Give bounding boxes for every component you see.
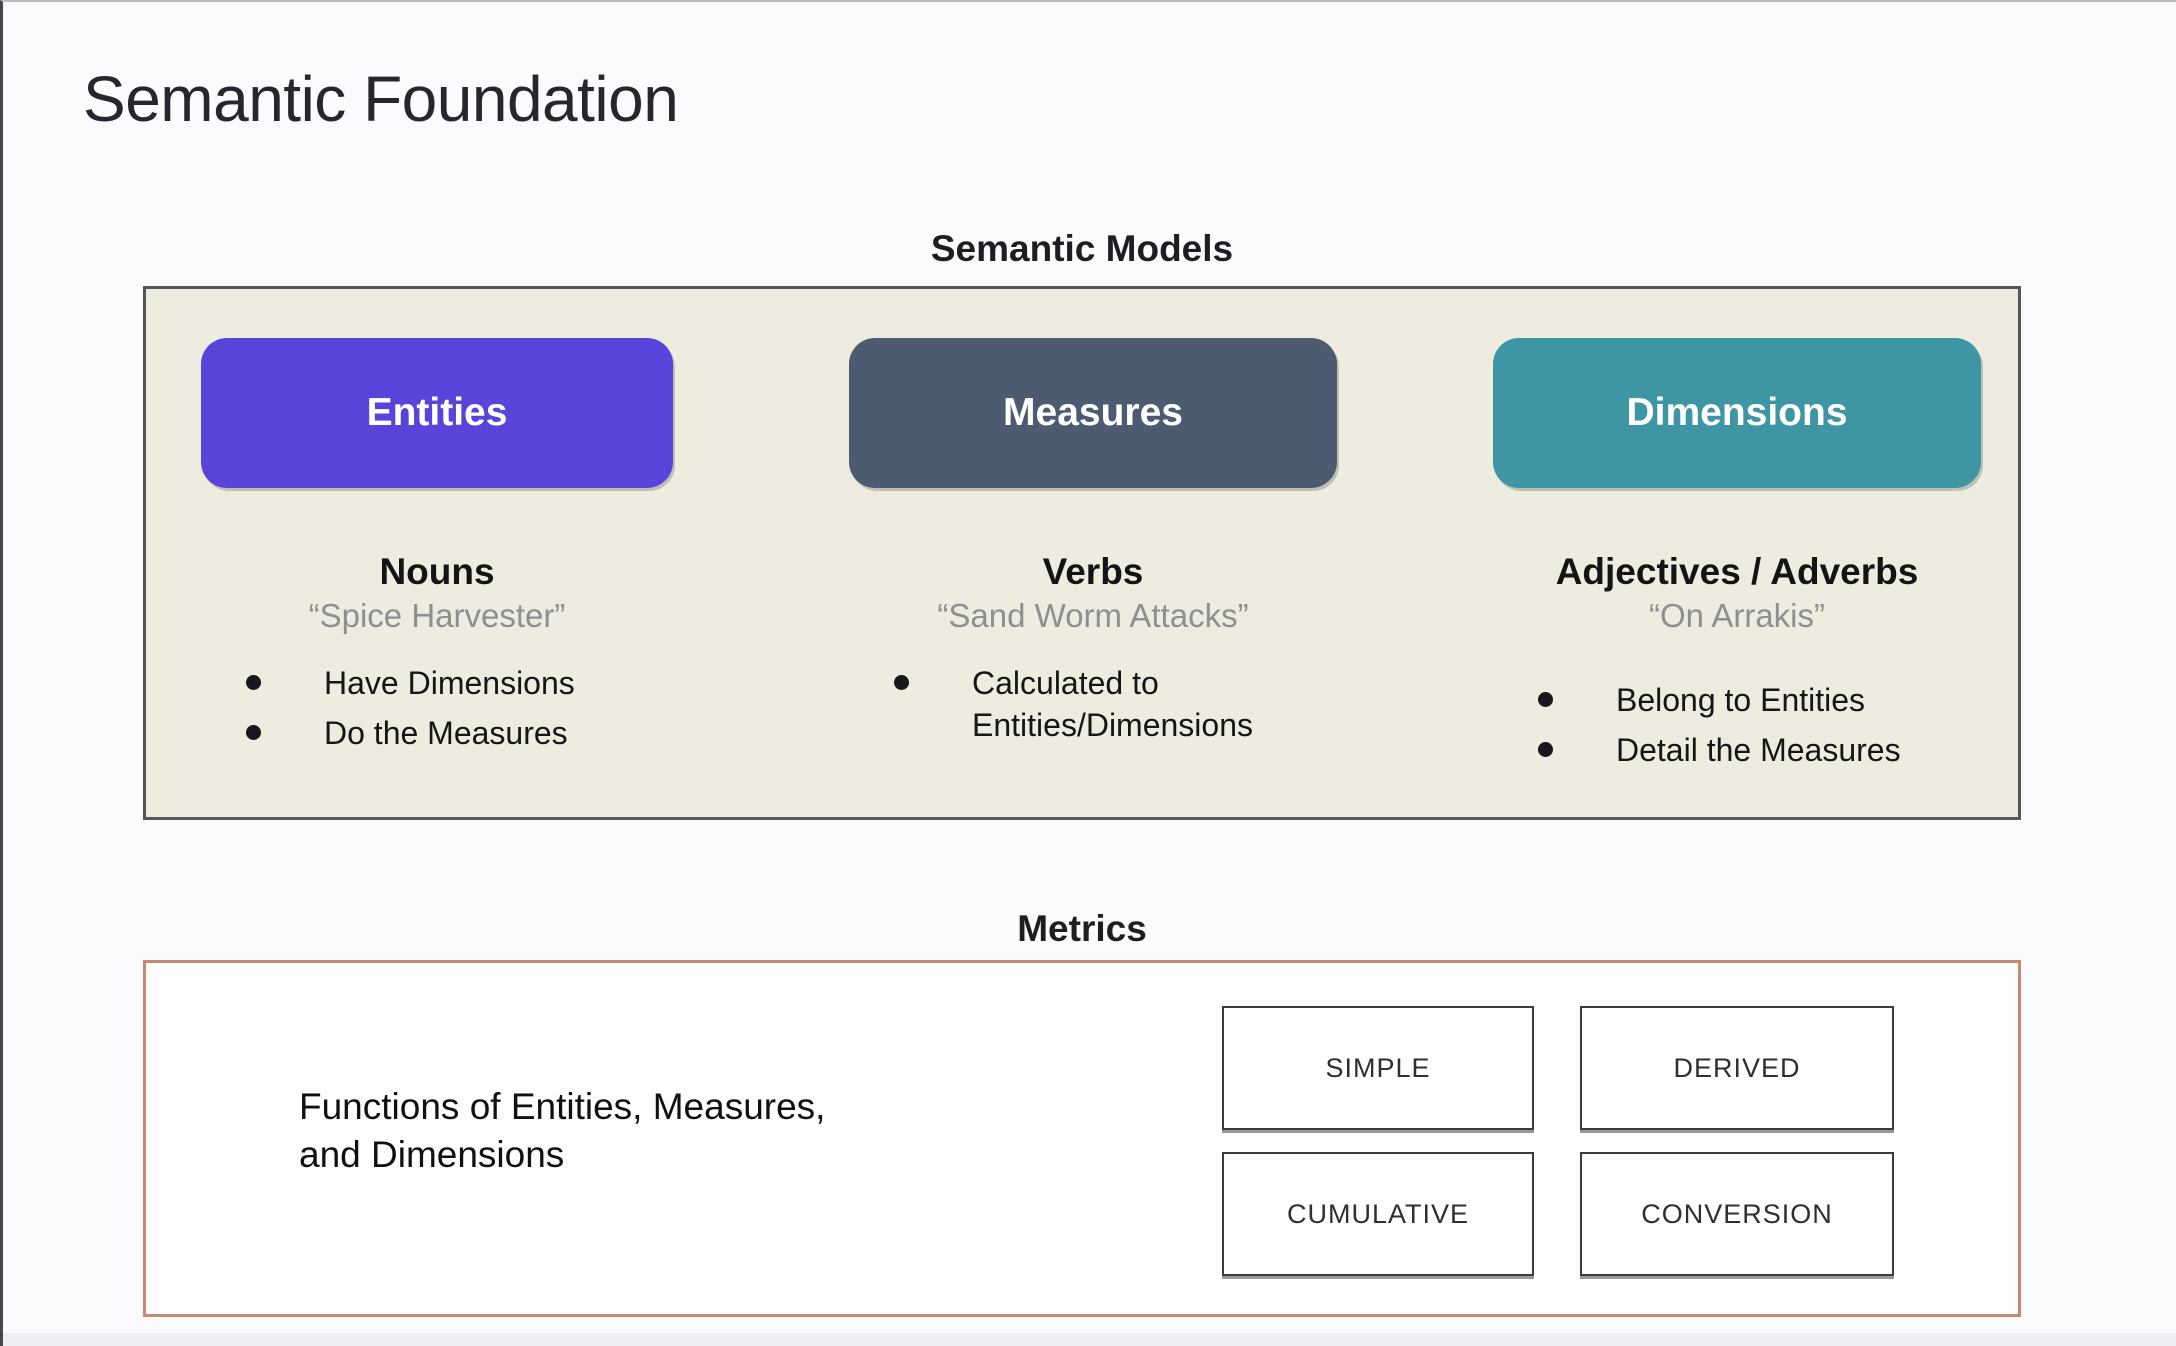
bullet-text: Calculated to Entities/Dimensions [972,665,1253,743]
metric-type-label: CUMULATIVE [1286,1198,1470,1229]
metrics-heading: Metrics [1017,908,1147,949]
metric-type-derived: DERIVED [1580,1006,1894,1130]
entities-pill-label: Entities [366,391,508,434]
bullet-dot-icon [1538,741,1553,757]
entities-column: Nouns “Spice Harvester” Have Dimensions … [201,551,673,762]
metric-type-conversion: CONVERSION [1580,1152,1894,1276]
dimensions-column: Adjectives / Adverbs “On Arrakis” Belong… [1493,551,1981,779]
measures-part-of-speech: Verbs [1042,551,1144,592]
entities-pill: Entities [201,338,673,488]
list-item: Detail the Measures [1493,730,1981,772]
dimensions-pill: Dimensions [1493,338,1981,488]
bullet-dot-icon [894,675,909,691]
measures-pill-label: Measures [1003,391,1183,434]
list-item: Belong to Entities [1493,680,1981,722]
page-title: Semantic Foundation [83,63,679,135]
entities-bullet-list: Have Dimensions Do the Measures [201,663,673,754]
dimensions-part-of-speech: Adjectives / Adverbs [1555,551,1919,592]
measures-example-quote: “Sand Worm Attacks” [937,596,1249,634]
bullet-text: Do the Measures [324,714,568,751]
metric-type-simple: SIMPLE [1222,1006,1534,1130]
entities-part-of-speech: Nouns [379,551,495,592]
metrics-description: Functions of Entities, Measures, and Dim… [299,1086,826,1176]
list-item: Have Dimensions [201,663,673,705]
bullet-text: Have Dimensions [324,665,575,702]
list-item: Do the Measures [201,713,673,755]
measures-column: Verbs “Sand Worm Attacks” Calculated to … [849,551,1337,754]
semantic-models-heading: Semantic Models [930,228,1234,269]
semantic-models-box: Entities Measures Dimensions Nouns “Spic… [143,286,2021,820]
dimensions-pill-label: Dimensions [1626,391,1848,434]
metric-type-label: DERIVED [1673,1052,1801,1083]
bullet-dot-icon [246,724,261,740]
bullet-dot-icon [1538,692,1553,708]
dimensions-bullet-list: Belong to Entities Detail the Measures [1493,680,1981,771]
entities-example-quote: “Spice Harvester” [308,596,566,634]
measures-pill: Measures [849,338,1337,488]
list-item: Calculated to Entities/Dimensions [849,663,1337,746]
bottom-edge-strip [3,1333,2176,1346]
bullet-text: Belong to Entities [1616,682,1866,719]
dimensions-example-quote: “On Arrakis” [1648,596,1826,634]
metrics-box: Functions of Entities, Measures, and Dim… [143,960,2021,1317]
metric-type-label: SIMPLE [1325,1052,1431,1083]
metric-type-label: CONVERSION [1641,1198,1833,1229]
bullet-dot-icon [246,675,261,691]
bullet-text: Detail the Measures [1616,731,1901,768]
measures-bullet-list: Calculated to Entities/Dimensions [849,663,1337,746]
metric-type-cumulative: CUMULATIVE [1222,1152,1534,1276]
